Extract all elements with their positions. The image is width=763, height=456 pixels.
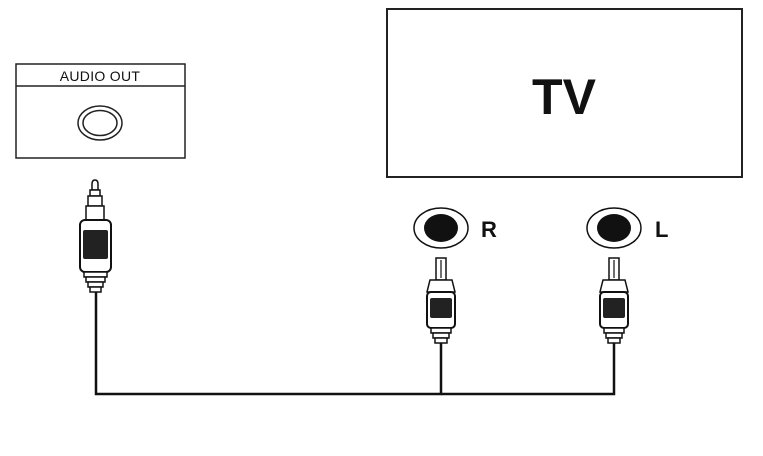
- rca-jack-right: R: [413, 207, 497, 249]
- audio-out-panel: AUDIO OUT: [15, 63, 186, 159]
- audio-out-jack: [77, 105, 123, 141]
- tv-box: TV: [386, 8, 743, 178]
- right-channel-label: R: [481, 217, 497, 242]
- audio-cable: [94, 292, 616, 396]
- rca-plug-left: [599, 257, 629, 344]
- tv-label: TV: [532, 69, 597, 125]
- mini-jack-plug: [79, 179, 112, 293]
- left-channel-label: L: [655, 217, 668, 242]
- audio-out-label: AUDIO OUT: [60, 68, 141, 84]
- rca-plug-right: [426, 257, 456, 344]
- rca-jack-left: L: [586, 207, 668, 249]
